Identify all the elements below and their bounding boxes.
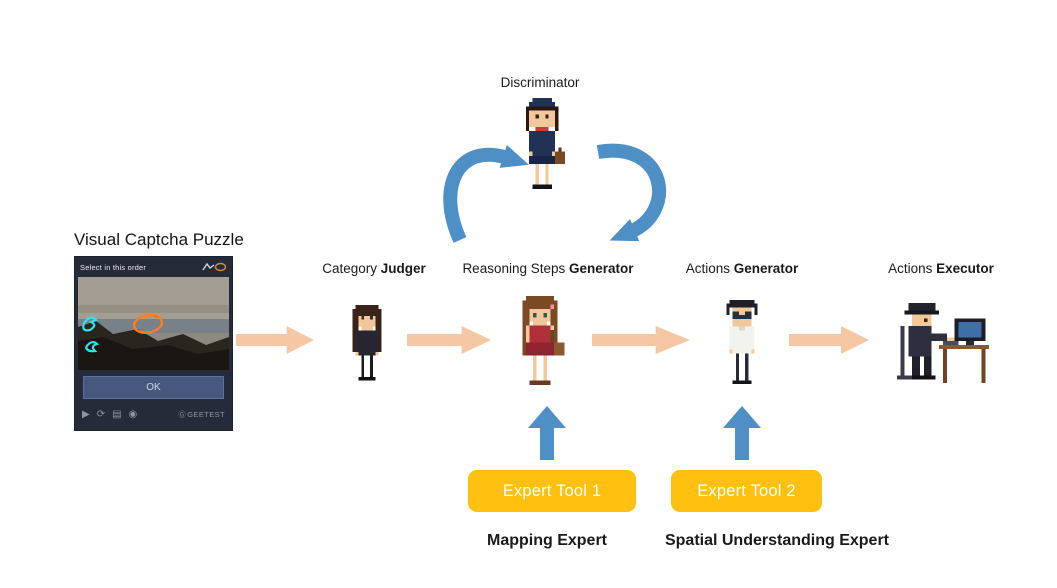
discriminator-label-text: Discriminator (500, 75, 580, 90)
expert-tool-1-label: Expert Tool 1 (502, 481, 602, 500)
actions-executor-label-prefix: Actions (888, 261, 937, 276)
actions-generator-label: Actions Generator (642, 261, 842, 276)
flow-arrow-4 (789, 326, 869, 354)
captcha-photo (78, 277, 229, 370)
captcha-refresh-icon: ⟳ (96, 408, 106, 420)
captcha-panel: Select in this order OK ▶ ⟳ ▤ ◉ (75, 257, 232, 430)
reasoning-generator-avatar (522, 296, 565, 385)
actions-executor-avatar (896, 303, 990, 384)
captcha-header: Select in this order (75, 257, 232, 277)
actions-generator-label-prefix: Actions (685, 261, 734, 276)
expert-tool-2-label: Expert Tool 2 (697, 481, 796, 500)
captcha-title: Visual Captcha Puzzle (74, 230, 244, 249)
captcha-play-icon: ▶ (82, 408, 90, 420)
reasoning-generator-label-bold: Generator (569, 261, 634, 276)
discriminator-avatar (525, 98, 565, 189)
captcha-brand-text: GEETEST (187, 410, 225, 419)
mapping-expert-caption: Mapping Expert (447, 532, 647, 550)
category-judger-label-prefix: Category (322, 261, 381, 276)
captcha-photo-scene (78, 277, 229, 370)
category-judger-label-bold: Judger (380, 261, 426, 276)
captcha-image-icon: ▤ (112, 408, 122, 420)
flow-arrow-3 (592, 326, 690, 354)
actions-generator-avatar (726, 299, 758, 385)
tool1-up-arrow (528, 406, 566, 460)
spatial-understanding-expert-caption-text: Spatial Understanding Expert (664, 532, 890, 549)
spatial-understanding-expert-caption: Spatial Understanding Expert (627, 532, 927, 550)
captcha-info-icon: ◉ (128, 408, 138, 420)
captcha-header-text: Select in this order (80, 262, 147, 272)
mapping-expert-caption-text: Mapping Expert (486, 532, 607, 549)
category-judger-label: Category Judger (274, 261, 474, 276)
flow-arrow-2 (407, 326, 491, 354)
actions-executor-label: Actions Executor (841, 261, 1041, 276)
actions-generator-label-bold: Generator (733, 261, 799, 276)
discriminator-cycle-arrows (443, 143, 666, 243)
expert-tool-1-button: Expert Tool 1 (468, 470, 636, 512)
tool2-up-arrow (723, 406, 761, 460)
reasoning-generator-label-prefix: Reasoning Steps (462, 261, 570, 276)
actions-executor-label-bold: Executor (936, 261, 994, 276)
discriminator-label: Discriminator (440, 75, 640, 90)
captcha-brand-g-icon: Ⓖ (178, 410, 187, 419)
category-judger-avatar (352, 305, 382, 381)
captcha-ok-button: OK (83, 376, 224, 399)
expert-tool-2-button: Expert Tool 2 (671, 470, 822, 512)
flow-arrow-1 (236, 326, 314, 354)
reasoning-generator-label: Reasoning Steps Generator (448, 261, 648, 276)
captcha-target-icons (202, 262, 227, 272)
